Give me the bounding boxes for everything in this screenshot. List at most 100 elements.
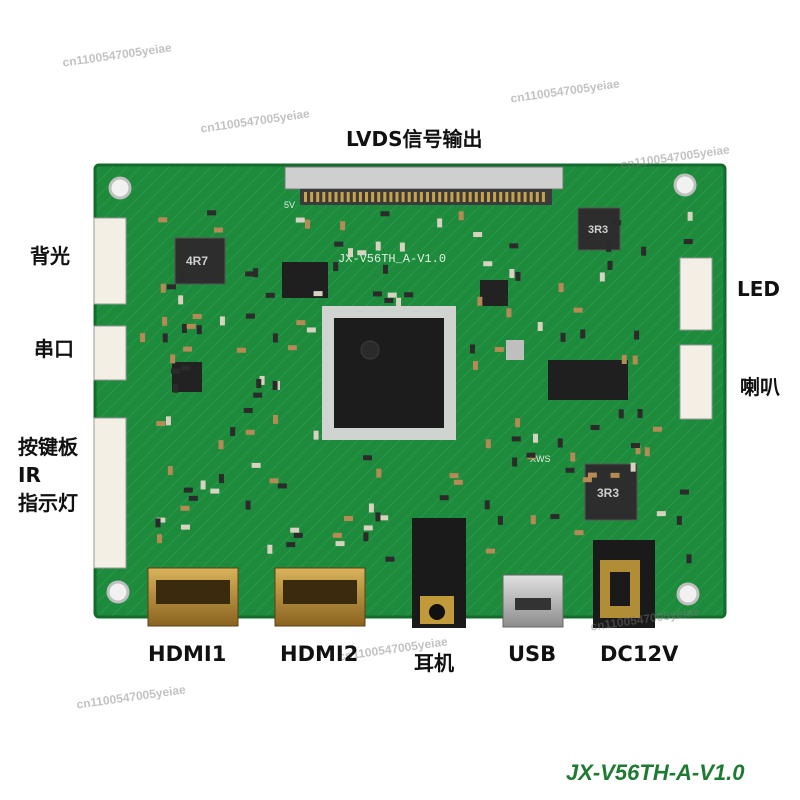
smd-component bbox=[599, 272, 605, 282]
hdmi-ports bbox=[147, 567, 366, 627]
mounting-holes bbox=[106, 173, 700, 606]
smd-component bbox=[473, 232, 483, 238]
label-dc12v: DC12V bbox=[600, 642, 679, 666]
smd-component bbox=[573, 307, 583, 313]
silkscreen-4r7: 4R7 bbox=[186, 254, 208, 268]
model-caption: JX-V56TH-A-V1.0 bbox=[566, 760, 745, 785]
lvds-pin bbox=[474, 192, 478, 202]
smd-component bbox=[188, 495, 198, 501]
smd-component bbox=[253, 268, 259, 278]
smd-component bbox=[621, 354, 627, 364]
lvds-pin bbox=[322, 192, 326, 202]
lvds-pin bbox=[426, 192, 429, 202]
smd-component bbox=[155, 518, 161, 528]
smd-component bbox=[618, 409, 624, 419]
smd-component bbox=[210, 488, 220, 494]
smd-component bbox=[533, 433, 539, 443]
smd-component bbox=[200, 480, 206, 490]
smd-component bbox=[687, 211, 693, 221]
lvds-pin bbox=[310, 192, 314, 202]
smd-component bbox=[236, 347, 246, 353]
lvds-pin bbox=[462, 192, 466, 202]
smd-component bbox=[637, 408, 643, 418]
smd-component bbox=[179, 272, 185, 282]
smd-component bbox=[509, 243, 519, 249]
smd-component bbox=[218, 440, 224, 450]
silkscreen-xws: XWS bbox=[530, 454, 551, 464]
lvds-pin bbox=[352, 192, 356, 202]
smd-component bbox=[385, 556, 395, 562]
lvds-pin bbox=[432, 192, 436, 202]
label-earphone: 耳机 bbox=[414, 651, 454, 675]
smd-component bbox=[290, 527, 300, 533]
smd-component bbox=[219, 316, 225, 326]
smd-component bbox=[574, 530, 584, 536]
smd-component bbox=[477, 296, 483, 306]
lvds-pin bbox=[444, 192, 448, 202]
lvds-pin bbox=[407, 192, 411, 202]
left-connectors bbox=[93, 217, 127, 569]
lvds-pin bbox=[395, 192, 399, 202]
smd-component bbox=[335, 541, 345, 547]
smd-component bbox=[158, 217, 168, 223]
label-usb: USB bbox=[508, 642, 557, 666]
smd-component bbox=[333, 262, 339, 272]
silkscreen-3r3-b: 3R3 bbox=[597, 486, 619, 500]
smd-component bbox=[253, 392, 263, 398]
smd-component bbox=[363, 455, 373, 461]
smd-component bbox=[587, 472, 597, 478]
smd-component bbox=[170, 354, 176, 364]
lvds-pin bbox=[468, 192, 472, 202]
label-ir: IR bbox=[18, 463, 41, 487]
smd-component bbox=[656, 511, 666, 517]
smd-component bbox=[186, 323, 196, 329]
smd-component bbox=[380, 211, 390, 217]
lvds-pin bbox=[413, 192, 417, 202]
label-indicator: 指示灯 bbox=[18, 491, 78, 515]
lvds-pin bbox=[511, 192, 515, 202]
smd-component bbox=[537, 321, 543, 331]
label-keypad: 按键板 bbox=[18, 435, 78, 459]
smd-component bbox=[265, 292, 275, 298]
smd-component bbox=[560, 332, 566, 342]
smd-component bbox=[610, 472, 620, 478]
smd-component bbox=[511, 436, 521, 442]
smd-components bbox=[140, 210, 693, 564]
smd-component bbox=[379, 515, 389, 521]
lvds-pin bbox=[365, 192, 368, 202]
smd-component bbox=[273, 414, 279, 424]
dc-jack bbox=[593, 540, 655, 628]
smd-component bbox=[494, 346, 504, 352]
lvds-pin bbox=[389, 192, 393, 202]
lvds-pin bbox=[304, 192, 307, 202]
lvds-pin bbox=[438, 192, 442, 202]
smd-component bbox=[396, 297, 402, 307]
smd-component bbox=[634, 330, 640, 340]
smd-component bbox=[558, 283, 564, 293]
smd-component bbox=[439, 495, 449, 501]
smd-component bbox=[140, 333, 146, 343]
lvds-pin bbox=[493, 192, 497, 202]
smd-component bbox=[607, 260, 613, 270]
smd-component bbox=[207, 210, 217, 216]
smd-component bbox=[272, 333, 278, 343]
lvds-pin bbox=[529, 192, 533, 202]
smd-component bbox=[437, 218, 443, 228]
smd-component bbox=[196, 325, 202, 335]
smd-component bbox=[357, 250, 367, 256]
smd-component bbox=[683, 239, 693, 245]
lvds-pin bbox=[517, 192, 521, 202]
smd-component bbox=[404, 292, 414, 298]
smd-component bbox=[375, 512, 381, 522]
silkscreen-model: JX-V56TH_A-V1.0 bbox=[338, 252, 446, 266]
smd-component bbox=[387, 292, 397, 298]
smd-component bbox=[630, 443, 640, 449]
smd-component bbox=[245, 429, 255, 435]
right-connectors bbox=[679, 257, 713, 420]
smd-component bbox=[245, 313, 255, 319]
lvds-pin bbox=[505, 192, 509, 202]
lvds-pin bbox=[523, 192, 527, 202]
smd-component bbox=[376, 468, 382, 478]
smd-component bbox=[156, 534, 162, 544]
